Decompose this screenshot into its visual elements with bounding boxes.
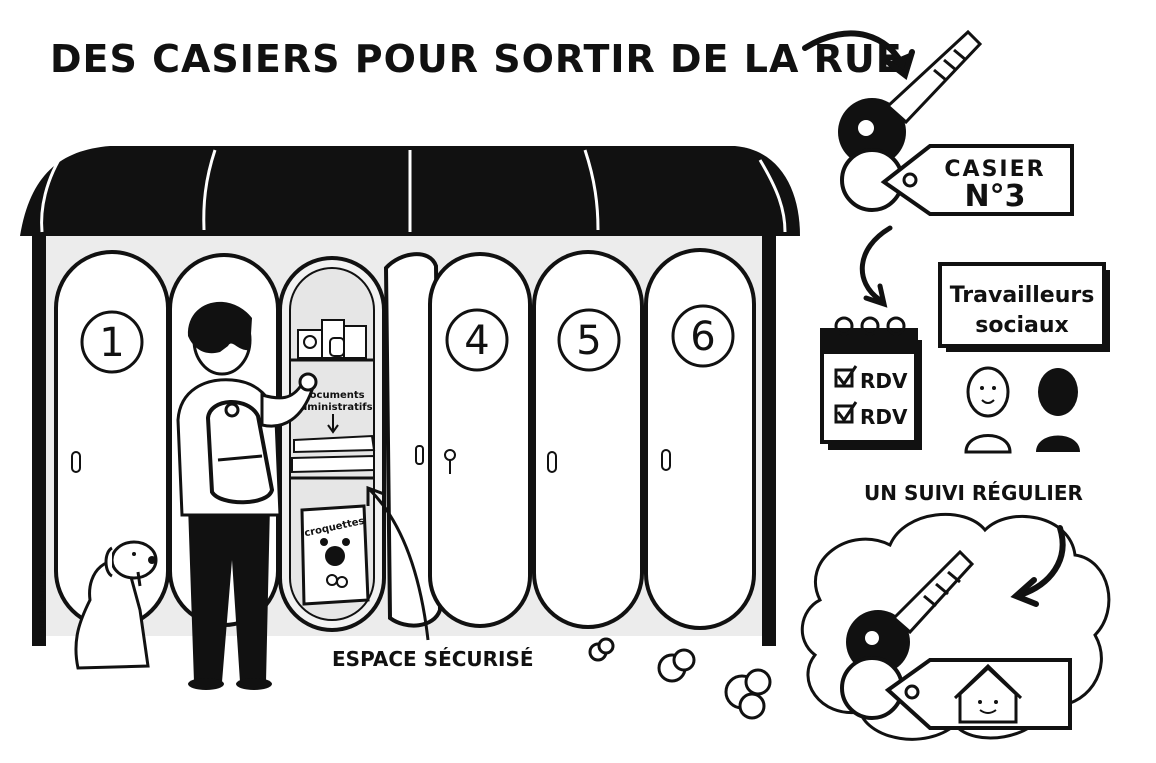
espace-arrow-icon <box>366 485 430 641</box>
locker-4-number: 4 <box>464 318 489 364</box>
document-stack-icon <box>291 434 376 474</box>
calendar-item-1: RDV <box>860 369 908 393</box>
documents-label-line2: administratifs <box>293 402 372 413</box>
dust-cloud-icons <box>588 637 772 720</box>
locker-4[interactable]: 4 <box>428 252 532 628</box>
key-tag-casier-3: CASIER N°3 <box>880 144 1074 216</box>
calendar-icon: RDV RDV <box>820 316 922 450</box>
social-workers-sign: Travailleurs sociaux <box>938 262 1110 352</box>
followup-label: UN SUIVI RÉGULIER <box>864 481 1083 505</box>
arrow-to-calendar-icon <box>859 225 893 308</box>
page-title: DES CASIERS POUR SORTIR DE LA RUE <box>50 37 903 81</box>
dog-food-bag-icon: croquettes <box>300 504 370 606</box>
locker-key-icon <box>838 29 983 212</box>
home-key-icon <box>840 549 975 720</box>
social-workers-line1: Travailleurs <box>950 283 1095 308</box>
key-tag-line2: N°3 <box>965 179 1026 214</box>
social-workers-line2: sociaux <box>975 313 1069 338</box>
social-worker-dark-icon <box>1036 368 1080 452</box>
calendar-item-2: RDV <box>860 405 908 429</box>
locker-5[interactable]: 5 <box>532 250 644 629</box>
arrow-to-key-icon <box>802 30 915 81</box>
home-tag-icon <box>884 658 1072 730</box>
espace-securise-label: ESPACE SÉCURISÉ <box>332 647 534 671</box>
locker-4-key-icon <box>444 449 456 474</box>
documents-label-line1: Documents <box>301 390 364 401</box>
locker-6-number: 6 <box>690 314 715 360</box>
locker-1-number: 1 <box>99 320 124 366</box>
arrow-to-home-key-icon <box>1010 525 1066 607</box>
key-tag-line1: CASIER <box>944 157 1045 182</box>
locker-1-handle[interactable] <box>71 451 81 473</box>
locker-3-open[interactable]: Documents administratifs croquettes <box>278 256 386 632</box>
shelf-bags-icon <box>297 319 367 359</box>
locker-5-number: 5 <box>576 318 601 364</box>
locker-6-handle[interactable] <box>661 449 671 471</box>
social-worker-light-icon <box>964 366 1012 454</box>
artist-signature: PunchMemory <box>37 568 47 640</box>
man-with-backpack <box>176 301 318 690</box>
locker-5-handle[interactable] <box>547 451 557 473</box>
locker-6[interactable]: 6 <box>644 248 756 630</box>
dog-illustration <box>74 540 158 670</box>
house-icon <box>953 663 1023 724</box>
